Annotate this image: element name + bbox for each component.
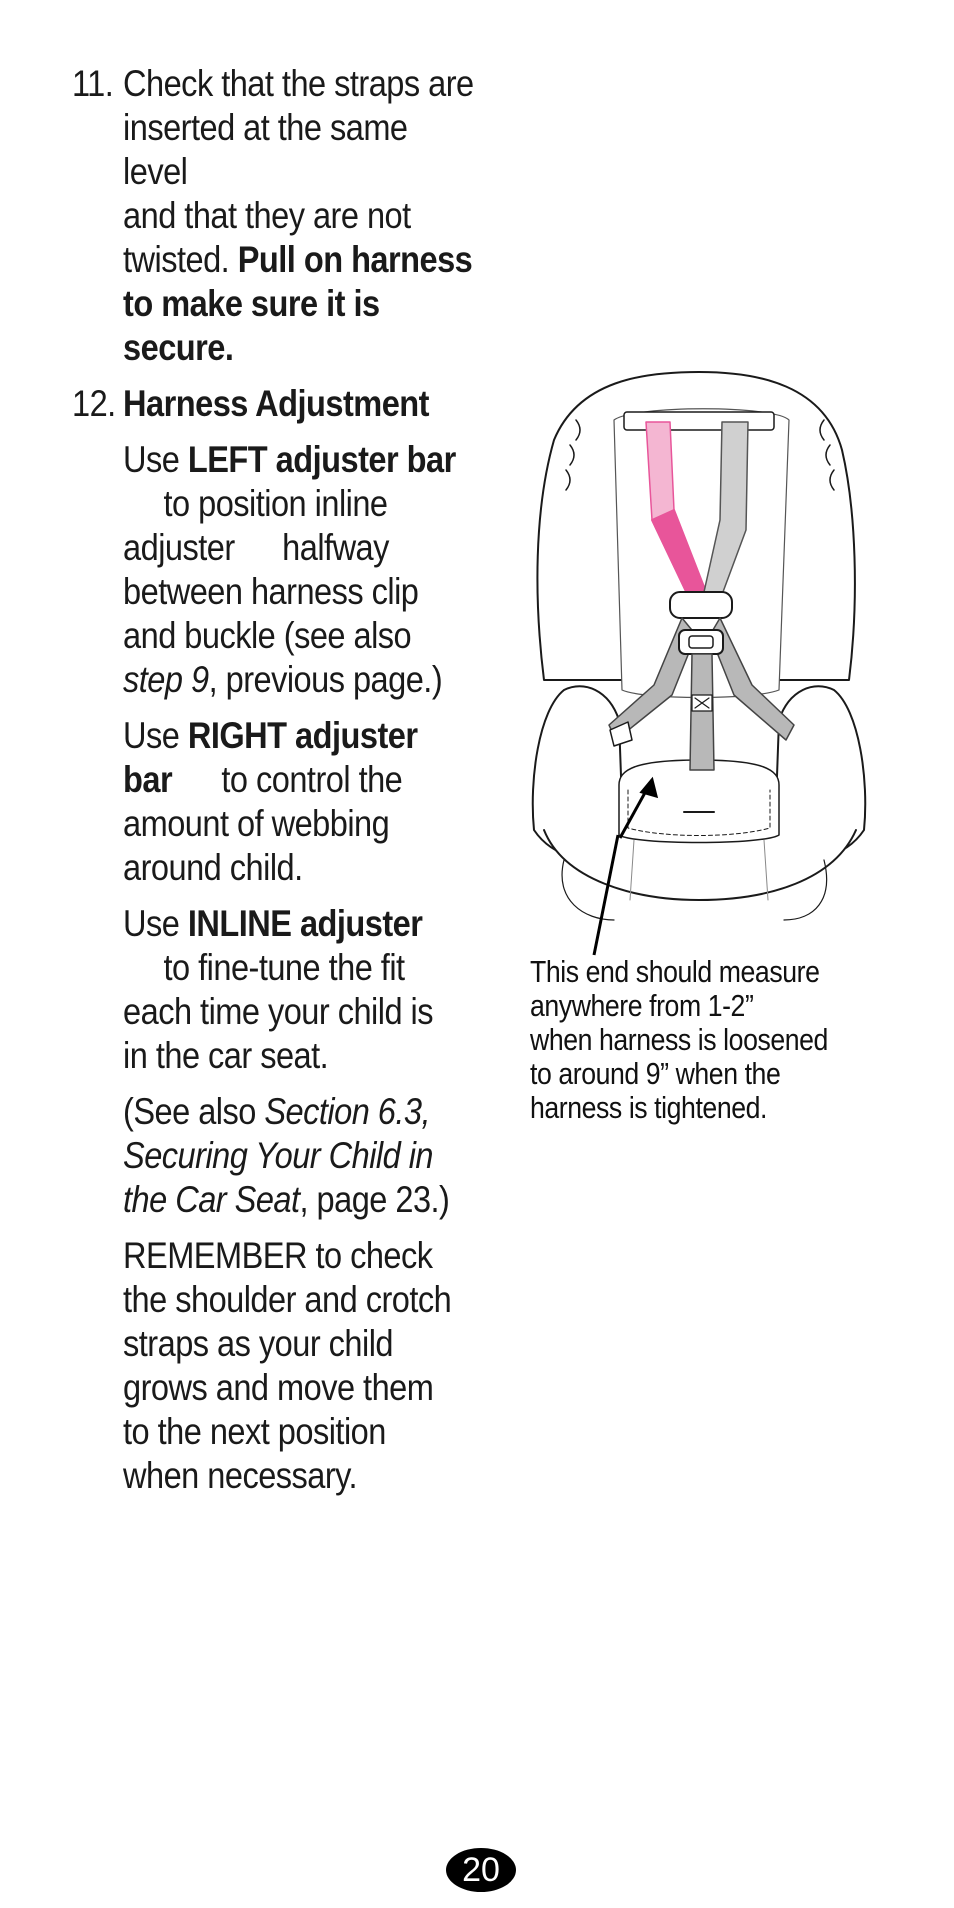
crotch-strap [689,653,715,771]
para-italic-text: Section 6.3, [264,1091,430,1132]
illustration-caption: This end should measure anywhere from 1-… [530,955,857,1125]
instructions-column: 11. Check that the straps are inserted a… [72,62,477,1510]
para-bold-text: INLINE adjuster [187,903,423,944]
step-11-line: twisted. Pull on harness [123,238,477,282]
step-11-bold-text: secure. [123,327,234,368]
para-text: , page 23.) [299,1179,450,1220]
caption-line: when harness is loosened [530,1022,828,1057]
seat-cushion [618,759,780,844]
para-text: halfway [282,527,389,568]
step-11-line: Check that the straps are [123,63,474,104]
para-text: to the next position [123,1411,386,1452]
para-text: , previous page.) [208,659,443,700]
para-italic-text: the Car Seat [123,1179,300,1220]
step-11-text: twisted. [123,239,238,280]
page-number-badge: 20 [446,1848,516,1892]
harness-end-tab [609,721,633,747]
para-text: Use [123,439,188,480]
para-bold-text: bar [123,759,173,800]
para-bold-text: RIGHT adjuster [187,715,418,756]
para-text: to control the [221,759,403,800]
caption-line: This end should measure [530,954,820,989]
step-12: 12. Harness Adjustment Use LEFT adjuster… [72,382,477,1498]
step-number: 11. [72,63,114,104]
para-text: Use [123,715,188,756]
para-text: (See also [123,1091,265,1132]
car-seat-illustration [531,371,867,956]
para-text: between harness clip [123,571,419,612]
remember-paragraph: REMEMBER to check the shoulder and crotc… [123,1234,477,1498]
para-text: grows and move them [123,1367,434,1408]
step-12-heading: Harness Adjustment [123,382,477,426]
para-text: around child. [123,847,303,888]
step-11-bold-text: to make sure it is [123,283,380,324]
para-text: and buckle (see also [123,615,412,656]
para-text: Use [123,903,188,944]
para-text: the shoulder and crotch [123,1279,452,1320]
see-also-paragraph: (See also Section 6.3, Securing Your Chi… [123,1090,477,1222]
para-italic-text: Securing Your Child in [123,1135,434,1176]
step-11-line: inserted at the same level [123,107,408,192]
right-adjuster-paragraph: Use RIGHT adjuster bar to control the amo… [123,714,477,890]
step-11-bold-text: Pull on harness [237,239,473,280]
measure-pointer-arrow [592,776,659,956]
left-strap-slots [565,419,581,491]
right-strap-slots [819,419,835,491]
step-11-line: and that they are not [123,195,411,236]
heading-text: Harness Adjustment [123,383,429,424]
caption-line: to around 9” when the [530,1056,781,1091]
para-text: when necessary. [123,1455,358,1496]
para-text: adjuster [123,527,235,568]
para-text: in the car seat. [123,1035,329,1076]
harness-chest-clip [669,591,733,619]
step-11: 11. Check that the straps are inserted a… [72,62,477,370]
caption-line: harness is tightened. [530,1090,767,1125]
step-11-line: secure. [123,326,477,370]
step-11-line: to make sure it is [123,282,477,326]
caption-line: anywhere from 1-2” [530,988,754,1023]
para-text: to position inline [163,483,389,524]
para-text: to fine-tune the fit [163,947,406,988]
seat-bottom [543,829,857,901]
inline-adjuster-paragraph: Use INLINE adjuster to fine-tune the fit… [123,902,477,1078]
para-text: REMEMBER to check [123,1235,433,1276]
para-text: each time your child is [123,991,434,1032]
para-text: straps as your child [123,1323,393,1364]
step-number: 12. [72,383,116,424]
para-italic-text: step 9 [123,659,209,700]
para-bold-text: LEFT adjuster bar [187,439,456,480]
left-adjuster-paragraph: Use LEFT adjuster bar to position inline… [123,438,477,702]
para-text: amount of webbing [123,803,390,844]
